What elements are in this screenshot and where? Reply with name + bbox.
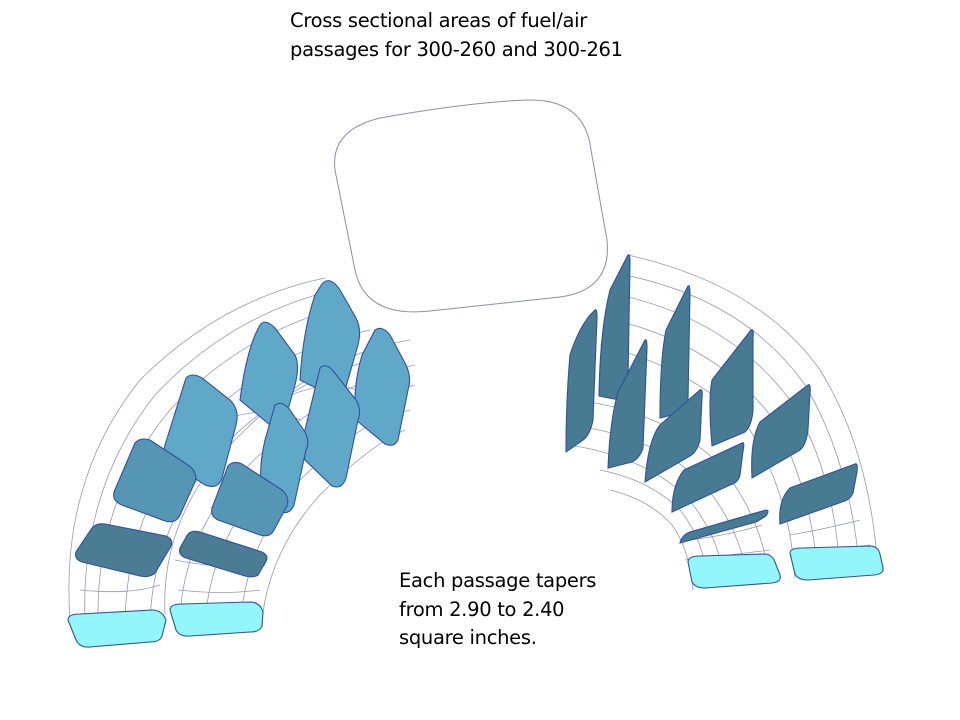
title-line-2: passages for 300-260 and 300-261 bbox=[290, 38, 623, 61]
note-line-3: square inches. bbox=[399, 626, 537, 649]
right-outer-outlet bbox=[789, 545, 884, 581]
diagram-title: Cross sectional areas of fuel/air passag… bbox=[290, 6, 623, 64]
right-section-b1 bbox=[659, 285, 691, 419]
right-section-e1 bbox=[779, 463, 858, 525]
note-line-2: from 2.90 to 2.40 bbox=[399, 597, 565, 621]
right-section-c1 bbox=[709, 329, 754, 447]
right-section-e2 bbox=[679, 509, 769, 544]
left-inner-section-1 bbox=[179, 530, 268, 578]
left-inner-outlet bbox=[169, 601, 264, 637]
taper-note: Each passage tapers from 2.90 to 2.40 sq… bbox=[399, 567, 596, 653]
left-inner-section-5 bbox=[354, 327, 411, 446]
right-section-a2 bbox=[565, 309, 598, 454]
right-assembly bbox=[565, 254, 884, 591]
left-wireframe bbox=[68, 277, 416, 631]
right-inner-outlet bbox=[687, 553, 781, 589]
right-section-b2 bbox=[607, 339, 648, 469]
left-inner-section-2 bbox=[211, 461, 289, 537]
left-assembly bbox=[67, 277, 416, 648]
right-section-d2 bbox=[671, 442, 745, 513]
title-line-1: Cross sectional areas of fuel/air bbox=[290, 9, 587, 32]
left-outer-section-2 bbox=[113, 438, 197, 523]
note-line-1: Each passage tapers bbox=[399, 569, 597, 592]
left-outer-section-1 bbox=[75, 523, 173, 578]
left-outer-outlet bbox=[67, 609, 167, 648]
right-section-c2 bbox=[644, 389, 703, 483]
central-outline bbox=[334, 99, 608, 313]
right-section-d1 bbox=[751, 384, 811, 479]
